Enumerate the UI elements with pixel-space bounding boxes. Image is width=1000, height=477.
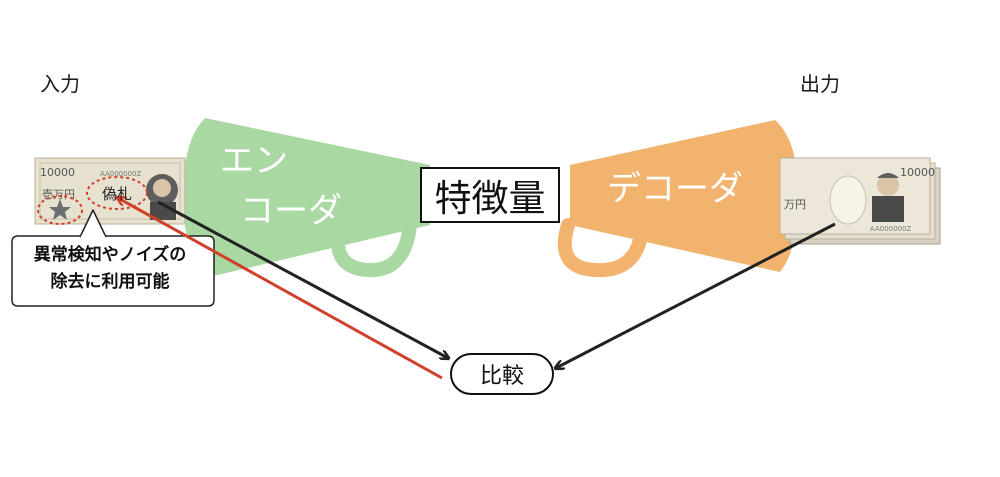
compare-label: 比較 xyxy=(479,364,524,389)
arrow-output-to-compare xyxy=(556,222,836,368)
input-bill-denomination: 10000 xyxy=(40,166,75,179)
output-label: 出力 xyxy=(800,72,840,96)
callout-text: 異常検知やノイズの 除去に利用可能 xyxy=(10,242,210,296)
anomaly-circle-fake xyxy=(86,176,148,210)
encoder-label-line2: コーダ xyxy=(240,191,342,231)
star-icon xyxy=(49,199,71,220)
input-label: 入力 xyxy=(40,72,80,96)
input-bill-text: 壱万円 xyxy=(42,187,75,201)
output-bill-serial: AA000000Z xyxy=(870,225,911,233)
feature-box: 特徴量 xyxy=(420,167,560,223)
arrow-input-to-compare xyxy=(157,200,448,358)
encoder-label-line1: エン xyxy=(220,141,288,181)
output-bill-text: 万円 xyxy=(784,198,806,211)
callout-pointer xyxy=(79,209,107,238)
callout-line2: 除去に利用可能 xyxy=(50,272,170,292)
callout-line1: 異常検知やノイズの xyxy=(33,245,187,265)
callout-bubble xyxy=(11,235,215,307)
decoder-shape xyxy=(557,120,798,278)
fake-mark-label: 偽札 xyxy=(101,185,132,203)
compare-box: 比較 xyxy=(450,353,554,395)
input-bill-serial: AA000000Z xyxy=(100,170,141,178)
encoder-shape xyxy=(183,118,430,278)
feature-label: 特徴量 xyxy=(434,177,546,220)
output-bill-denomination: 10000 xyxy=(900,166,935,179)
decoder-label: デコーダ xyxy=(607,169,743,209)
output-banknote: 10000 万円 AA000000Z xyxy=(779,157,941,245)
arrow-feedback-to-input xyxy=(118,198,443,380)
anomaly-circle-star xyxy=(37,195,83,225)
